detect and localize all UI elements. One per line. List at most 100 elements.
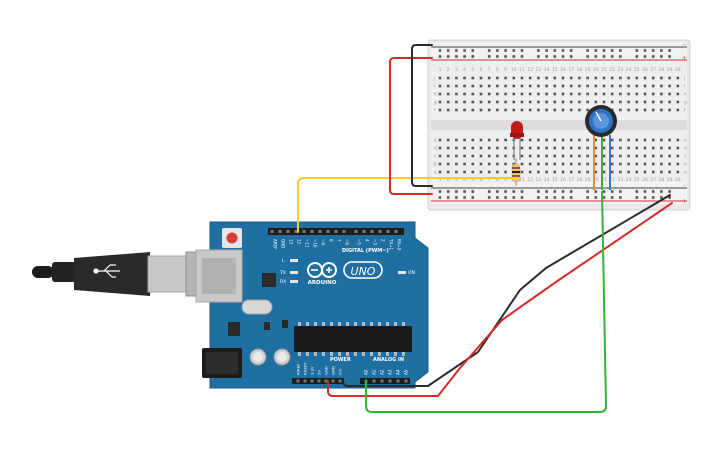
usb-icon — [93, 264, 120, 278]
digital-header-label: DIGITAL (PWM~) — [342, 248, 389, 254]
column-number: 16 — [560, 67, 566, 73]
on-label: ON — [408, 270, 415, 276]
column-number: 25 — [634, 177, 640, 183]
column-number: 30 — [675, 177, 681, 183]
column-number: 23 — [618, 67, 624, 73]
header-hole — [310, 379, 314, 383]
column-number: 9 — [504, 67, 507, 73]
column-number: 7 — [488, 177, 491, 183]
red-led[interactable] — [510, 121, 524, 160]
red-wire-rail-loop[interactable] — [389, 57, 433, 195]
wires[interactable] — [297, 44, 673, 413]
column-number: 5 — [471, 67, 474, 73]
column-number: 17 — [568, 67, 574, 73]
header-hole — [380, 379, 384, 383]
digital-pin-label: ~3 — [373, 239, 378, 245]
power-pin-label: 5V — [317, 370, 322, 375]
header-hole — [278, 230, 282, 233]
column-number: 6 — [480, 67, 483, 73]
column-number: 12 — [527, 177, 533, 183]
header-hole — [334, 230, 338, 233]
digital-pin-label: 12 — [297, 239, 302, 245]
header-hole — [354, 230, 358, 233]
row-letter: f — [684, 108, 686, 114]
column-number: 2 — [447, 177, 450, 183]
header-hole — [303, 379, 307, 383]
row-letter: g — [684, 101, 687, 106]
potentiometer[interactable] — [585, 105, 617, 190]
digital-pin-label: GND — [281, 239, 286, 248]
column-number: 7 — [488, 67, 491, 73]
column-number: 20 — [593, 67, 599, 73]
column-number: 3 — [455, 67, 458, 73]
top-rail-minus-label: − — [682, 41, 687, 48]
header-hole — [324, 379, 328, 383]
column-number: 21 — [601, 177, 607, 183]
header-hole — [302, 230, 306, 233]
column-number: 18 — [577, 177, 583, 183]
digital-header-holes — [270, 230, 398, 233]
row-letter: f — [434, 108, 436, 114]
column-number: 28 — [659, 67, 665, 73]
column-number: 19 — [585, 177, 591, 183]
analog-header[interactable] — [360, 378, 410, 384]
bottom-rail-minus-label: − — [682, 182, 687, 189]
rx-label: RX — [280, 279, 286, 285]
header-hole — [317, 379, 321, 383]
header-hole — [286, 230, 290, 233]
power-header-label: POWER — [330, 357, 351, 363]
digital-pin-label: ~11 — [305, 239, 310, 248]
column-number: 27 — [650, 177, 656, 183]
column-number: 4 — [463, 67, 466, 73]
header-hole — [310, 230, 314, 233]
column-number: 27 — [650, 67, 656, 73]
digital-pin-label: RX←0 — [397, 239, 402, 251]
column-number: 22 — [609, 67, 615, 73]
column-number: 29 — [667, 67, 673, 73]
digital-pin-label: ~9 — [321, 239, 326, 245]
row-letter: h — [434, 92, 437, 98]
black-wire-rail-loop[interactable] — [411, 44, 433, 187]
column-number: 15 — [552, 177, 558, 183]
column-number: 11 — [519, 177, 525, 183]
row-letter: i — [434, 84, 435, 90]
header-hole — [296, 379, 300, 383]
column-number: 9 — [504, 177, 507, 183]
row-letter: g — [434, 101, 437, 106]
breadboard-holes — [438, 49, 680, 199]
header-hole — [386, 230, 390, 233]
black-wire-gnd[interactable] — [342, 194, 671, 387]
chip-legs — [298, 322, 405, 356]
analog-pin-label: A2 — [380, 369, 385, 375]
header-hole — [394, 230, 398, 233]
green-wire-a0[interactable] — [365, 191, 607, 413]
row-letter: a — [684, 171, 687, 176]
column-number: 22 — [609, 177, 615, 183]
header-hole — [404, 379, 408, 383]
row-letter: b — [684, 162, 687, 168]
header-hole — [388, 379, 392, 383]
column-number: 12 — [527, 67, 533, 73]
yellow-wire[interactable] — [297, 177, 517, 233]
column-number: 1 — [439, 67, 442, 73]
column-number: 14 — [544, 177, 550, 183]
header-hole — [370, 230, 374, 233]
column-number: 23 — [618, 177, 624, 183]
column-number: 20 — [593, 177, 599, 183]
column-number: 24 — [626, 177, 632, 183]
power-pin-label: 3.3V — [310, 366, 315, 375]
header-hole — [338, 379, 342, 383]
header-hole — [378, 230, 382, 233]
power-pin-label: IOREF — [296, 364, 301, 375]
column-number: 13 — [536, 177, 542, 183]
column-number: 26 — [642, 67, 648, 73]
l-label: L — [282, 258, 285, 264]
red-wire-5v[interactable] — [327, 202, 673, 397]
resistor[interactable] — [511, 158, 521, 186]
